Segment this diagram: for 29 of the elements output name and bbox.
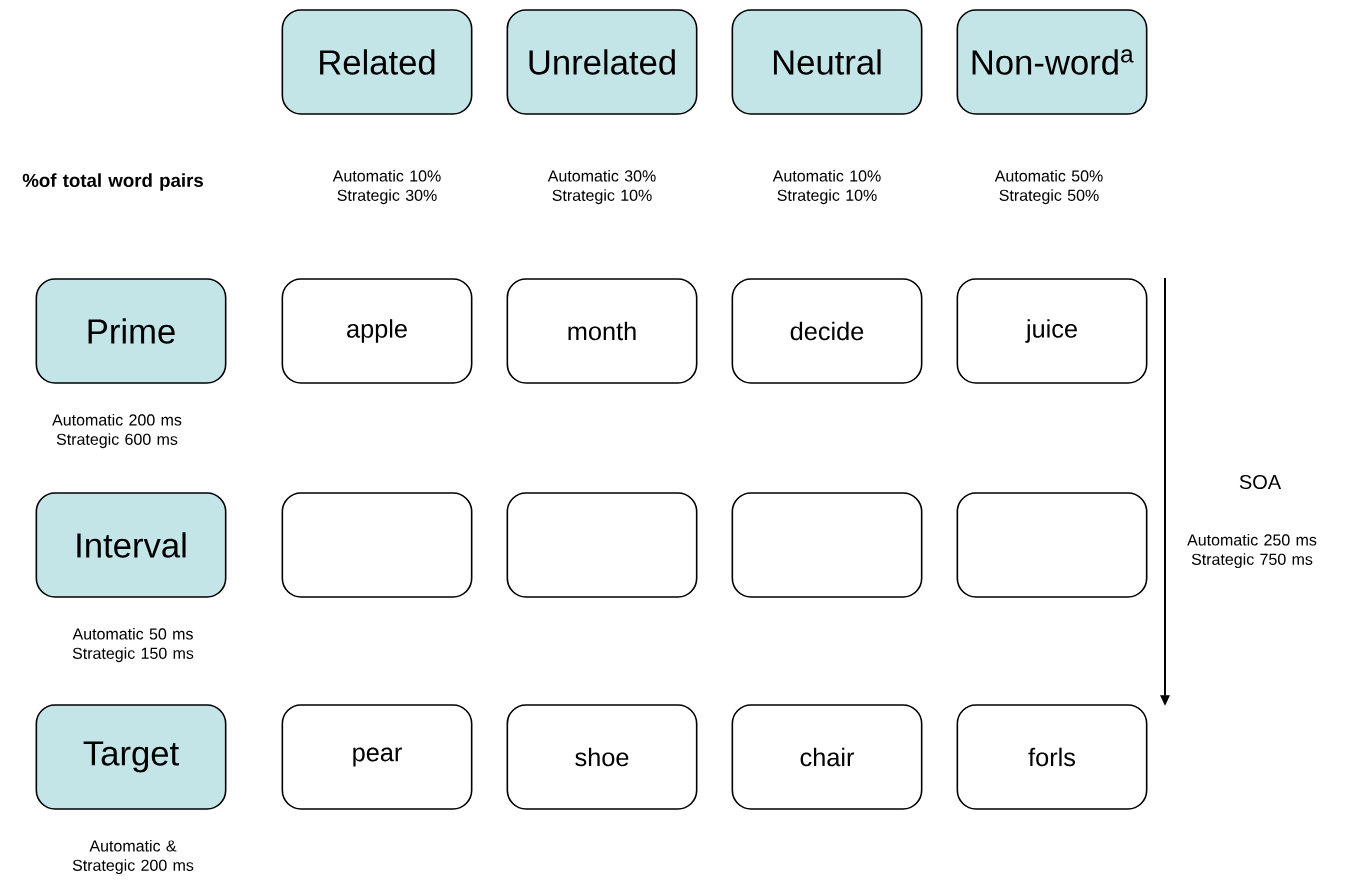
word-box: pear: [281, 704, 473, 810]
word-box: chair: [731, 704, 923, 810]
timing-note: Automatic 10% Strategic 10%: [772, 169, 881, 205]
empty-box: [506, 492, 698, 598]
timing-note: Automatic 200 ms Strategic 600 ms: [52, 413, 182, 449]
timing-note: Automatic 50 ms Strategic 150 ms: [72, 627, 194, 663]
word-box: forls: [956, 704, 1148, 810]
timing-note: Automatic 50% Strategic 50%: [994, 169, 1103, 205]
row-label-box: Target: [35, 704, 227, 810]
row-label-box: Interval: [35, 492, 227, 598]
timing-note: Automatic 10% Strategic 30%: [332, 169, 441, 205]
word-box: decide: [731, 278, 923, 384]
header-box: Related: [281, 9, 473, 115]
timing-note: Automatic & Strategic 200 ms: [72, 839, 194, 875]
row-heading: %of total word pairs: [22, 173, 203, 191]
header-box: Unrelated: [506, 9, 698, 115]
header-box: Neutral: [731, 9, 923, 115]
word-box: month: [506, 278, 698, 384]
empty-box: [731, 492, 923, 598]
word-box: shoe: [506, 704, 698, 810]
empty-box: [956, 492, 1148, 598]
empty-box: [281, 492, 473, 598]
word-box: juice: [956, 278, 1148, 384]
header-box: Non-word$^{a}$: [956, 9, 1148, 115]
row-label-box: Prime: [35, 278, 227, 384]
timing-note: Automatic 30% Strategic 10%: [547, 169, 656, 205]
timing-note: Automatic 250 ms Strategic 750 ms: [1187, 533, 1317, 569]
soa-label: SOA: [1239, 474, 1282, 490]
word-box: apple: [281, 278, 473, 384]
